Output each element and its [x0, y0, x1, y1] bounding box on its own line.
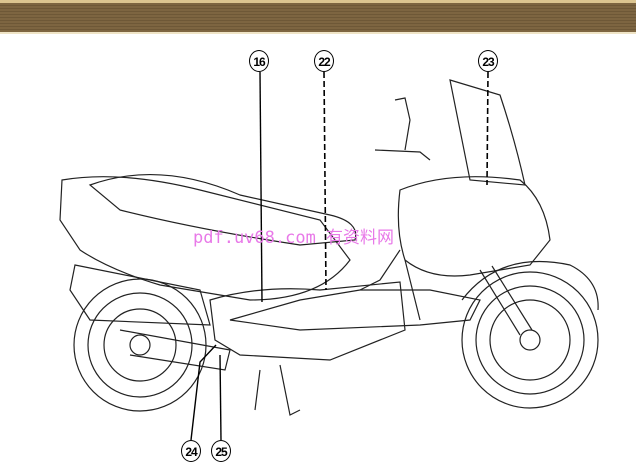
front-cowl — [397, 176, 551, 277]
mirror — [394, 97, 411, 151]
leader-24 — [190, 344, 217, 441]
leader-25 — [219, 354, 222, 441]
front-wheel — [461, 260, 599, 409]
windscreen — [449, 79, 526, 186]
seat — [88, 174, 357, 246]
leader-16 — [259, 71, 263, 303]
leader-23 — [486, 71, 489, 186]
callout-24: 24 — [181, 440, 201, 462]
swingarm — [119, 329, 231, 371]
header-band — [0, 3, 636, 32]
handlebar — [374, 149, 431, 161]
center-stand — [254, 364, 301, 416]
side-panel — [209, 281, 406, 361]
leader-22 — [323, 71, 327, 291]
fork — [479, 265, 533, 336]
callout-23: 23 — [478, 50, 498, 72]
header-bottom-stripe — [0, 32, 636, 34]
header-top-stripe — [0, 0, 636, 3]
muffler — [69, 264, 211, 326]
leg-shield — [359, 249, 421, 321]
callout-16: 16 — [249, 50, 269, 72]
rear-wheel — [73, 278, 207, 412]
callout-25: 25 — [211, 440, 231, 462]
rear-body — [59, 176, 351, 301]
watermark: pdf.uv68.com 有资料网 — [193, 228, 395, 248]
section-header-bar — [0, 0, 636, 34]
floorboard — [229, 289, 481, 331]
callout-22: 22 — [314, 50, 334, 72]
